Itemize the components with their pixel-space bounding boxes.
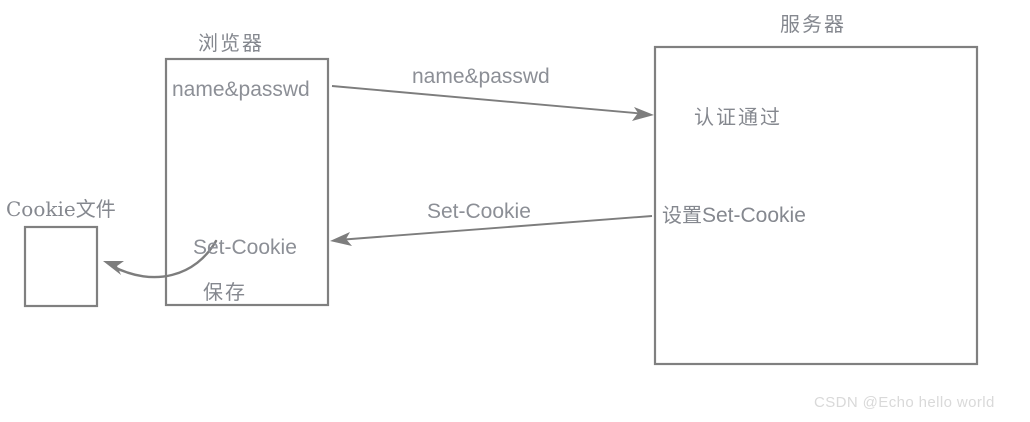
request-arrow-label: name&passwd [412,65,550,88]
server-set-cookie-en: Set-Cookie [702,204,806,227]
response-arrow-label: Set-Cookie [427,200,531,223]
cookie-file-box [23,225,99,308]
browser-save-text: 保存 [203,280,247,304]
response-arrow [330,215,653,246]
cookie-file-label: Cookie文件 [6,197,116,221]
server-auth-text: 认证通过 [694,105,782,129]
server-box [653,45,979,366]
csdn-watermark: CSDN @Echo hello world [814,394,995,411]
browser-title: 浏览器 [198,31,264,55]
browser-box [164,57,330,307]
server-title: 服务器 [780,12,846,36]
browser-response-text: Set-Cookie [193,236,297,259]
browser-request-text: name&passwd [172,78,310,101]
server-set-cookie-text: 设置Set-Cookie [662,205,806,226]
request-arrow [331,85,654,121]
save-arrow [103,239,218,279]
server-set-cookie-cn: 设置 [662,203,702,227]
